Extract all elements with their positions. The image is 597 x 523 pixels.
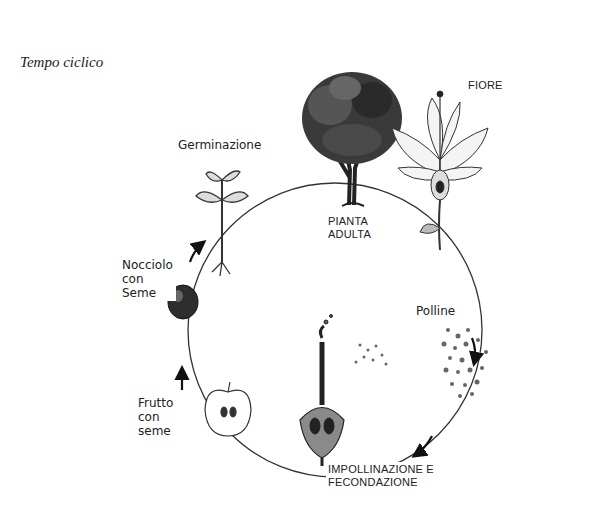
stage-label: IMPOLLINAZIONE E FECONDAZIONE bbox=[326, 462, 436, 489]
flower-drawing bbox=[392, 91, 488, 250]
fruit-drawing bbox=[205, 382, 251, 436]
tree-drawing bbox=[302, 72, 402, 206]
pollen-drawing bbox=[355, 328, 489, 398]
stage-label: Frutto con seme bbox=[136, 396, 182, 439]
stage-label: PIANTA ADULTA bbox=[326, 214, 388, 241]
pistil-drawing bbox=[300, 315, 344, 467]
stage-label: Nocciolo con Seme bbox=[120, 258, 176, 301]
title: Tempo ciclico bbox=[20, 54, 103, 71]
cycle-ring bbox=[188, 183, 482, 477]
cycle-arrow bbox=[182, 242, 475, 456]
stage-label: FIORE bbox=[466, 78, 505, 93]
seedling-drawing bbox=[196, 171, 248, 276]
stage-label: Polline bbox=[414, 304, 457, 320]
stage-label: Germinazione bbox=[176, 138, 263, 154]
